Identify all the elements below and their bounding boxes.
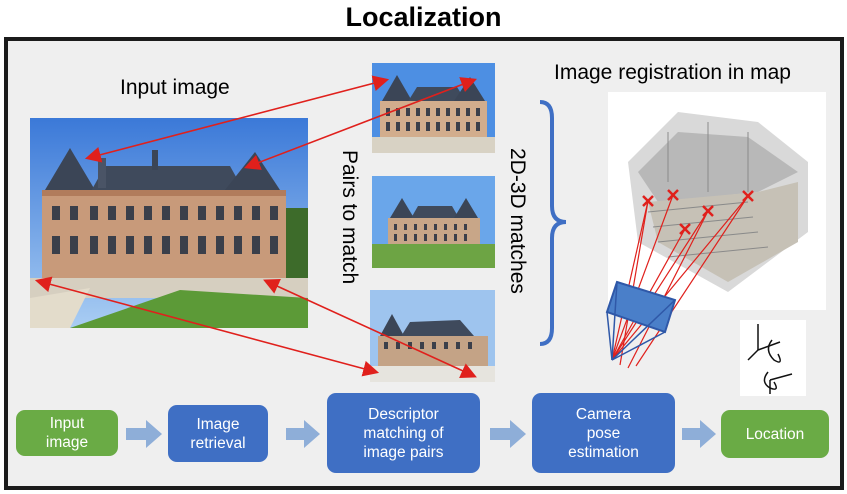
matches-bracket (539, 100, 567, 346)
page-title: Localization (345, 2, 502, 32)
registration-label: Image registration in map (554, 61, 791, 84)
pipeline-arrow-1 (126, 420, 162, 448)
pipeline-image-retrieval: Image retrieval (168, 405, 268, 462)
pipeline-location: Location (721, 410, 829, 458)
retrieved-image-2 (372, 176, 495, 268)
pose-diagram (740, 320, 806, 396)
point-cloud-map (608, 92, 826, 310)
pipeline-arrow-4 (682, 420, 716, 448)
pipeline-descriptor-matching: Descriptor matching of image pairs (327, 393, 480, 473)
pipeline-arrow-3 (490, 420, 526, 448)
pipeline-input-image: Input image (16, 410, 118, 456)
pipeline-camera-pose: Camera pose estimation (532, 393, 675, 473)
pipeline-arrow-2 (286, 420, 320, 448)
